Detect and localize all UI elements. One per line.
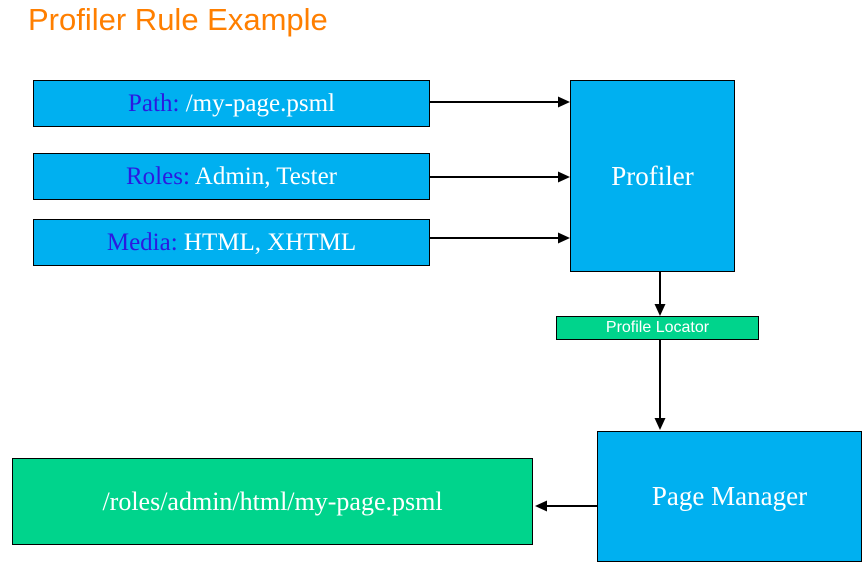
arrow-roles-to-profiler <box>430 165 575 189</box>
page-title: Profiler Rule Example <box>28 2 328 37</box>
arrow-media-to-profiler <box>430 226 575 250</box>
node-profiler: Profiler <box>570 80 735 272</box>
input-box-roles: Roles: Admin, Tester <box>33 153 430 200</box>
input-box-path-key: Path: <box>128 89 180 117</box>
input-box-media-text: Media: HTML, XHTML <box>107 229 356 257</box>
arrow-page-manager-to-result <box>533 494 603 518</box>
input-box-roles-value: Admin, Tester <box>189 162 337 190</box>
input-box-path: Path: /my-page.psml <box>33 80 430 127</box>
input-box-media-value: HTML, XHTML <box>177 228 357 256</box>
arrow-locator-to-page-manager <box>648 340 672 432</box>
arrow-path-to-profiler <box>430 90 575 114</box>
input-box-roles-key: Roles: <box>126 162 190 190</box>
node-page-manager-label: Page Manager <box>651 481 808 511</box>
result-box-label: /roles/admin/html/my-page.psml <box>102 486 443 516</box>
node-profiler-label: Profiler <box>611 160 694 191</box>
input-box-media-key: Media: <box>106 228 178 256</box>
node-page-manager: Page Manager <box>597 431 862 562</box>
input-box-path-value: /my-page.psml <box>179 89 335 117</box>
input-box-path-text: Path: /my-page.psml <box>128 90 335 118</box>
input-box-roles-text: Roles: Admin, Tester <box>126 163 337 191</box>
arrow-profiler-to-locator <box>648 272 672 318</box>
input-box-media: Media: HTML, XHTML <box>33 219 430 266</box>
result-box: /roles/admin/html/my-page.psml <box>12 458 533 545</box>
profile-locator-badge: Profile Locator <box>556 316 759 340</box>
